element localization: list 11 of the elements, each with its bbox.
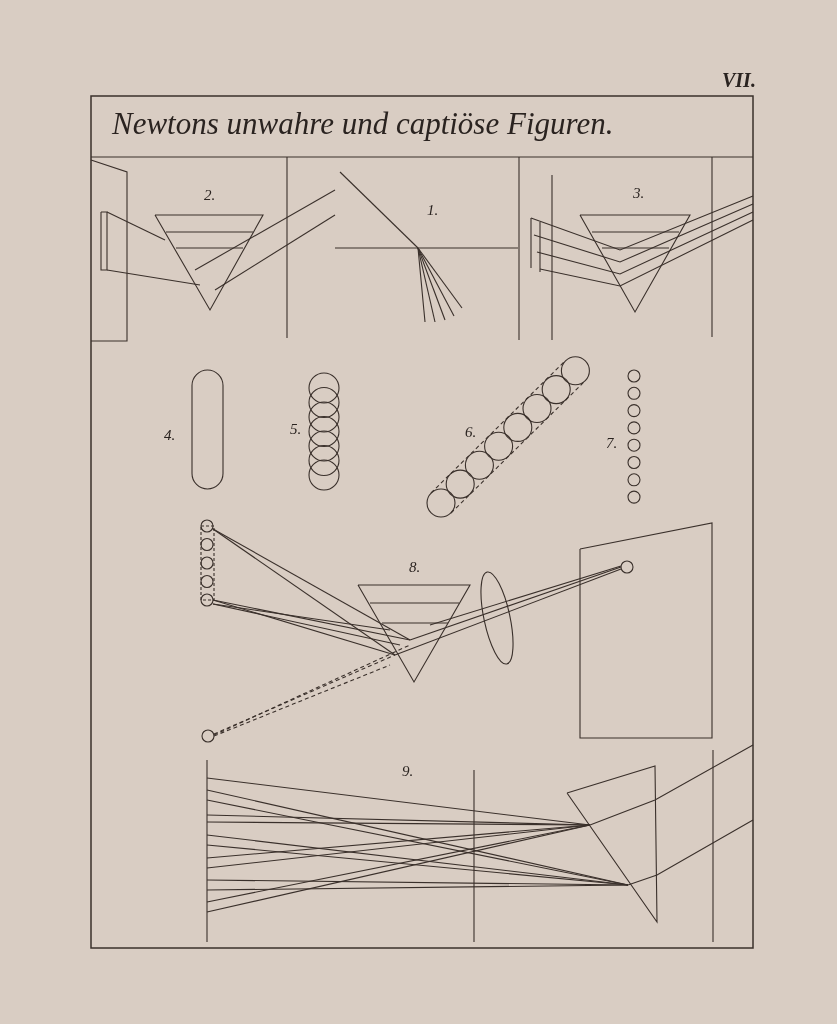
figure-number: 7. xyxy=(606,436,618,451)
figure-number: 6. xyxy=(465,425,477,440)
figure-number: 2. xyxy=(204,188,216,203)
figure-number: 9. xyxy=(402,764,414,779)
figure-number: 1. xyxy=(427,203,439,218)
figure-number: 3. xyxy=(633,186,645,201)
figure-number: 4. xyxy=(164,428,176,443)
plate-number: VII. xyxy=(722,70,756,90)
figure-number: 8. xyxy=(409,560,421,575)
plate-title: Newtons unwahre und captiöse Figuren. xyxy=(112,108,614,139)
figure-number: 5. xyxy=(290,422,302,437)
